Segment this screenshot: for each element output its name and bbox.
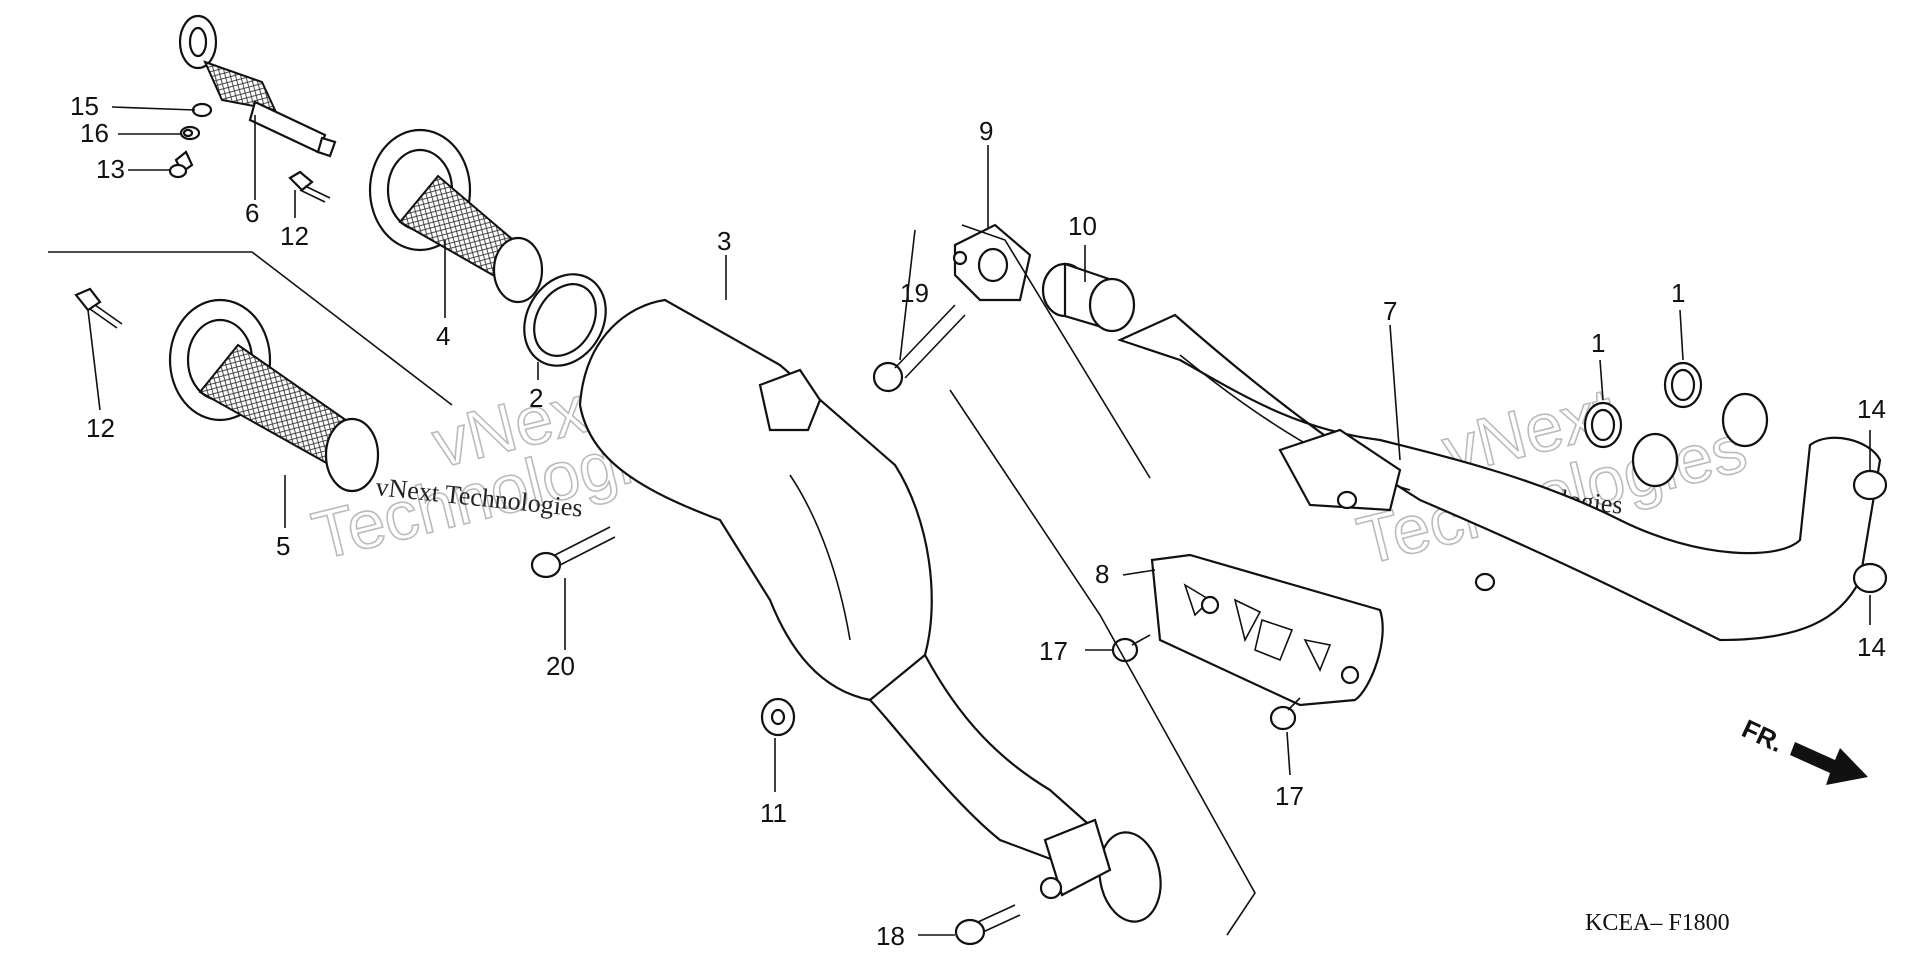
callout-20: 20 <box>546 651 575 681</box>
callout-5: 5 <box>276 531 290 561</box>
exhaust-pipe-7 <box>1116 313 1882 642</box>
callout-17-right: 17 <box>1275 781 1304 811</box>
callout-12-upper: 12 <box>280 221 309 251</box>
callouts: 15 16 13 6 12 12 4 2 5 3 20 9 10 19 7 1 … <box>70 91 1886 951</box>
muffler-insert-lower <box>168 298 380 493</box>
callout-13: 13 <box>96 154 125 184</box>
small-screw-set <box>168 102 213 179</box>
callout-15: 15 <box>70 91 99 121</box>
clamp-9 <box>952 223 1032 302</box>
callout-10: 10 <box>1068 211 1097 241</box>
muffler-insert-upper <box>368 128 544 304</box>
front-direction-arrow: FR. <box>1737 713 1868 785</box>
callout-4: 4 <box>436 321 450 351</box>
callout-12-lower: 12 <box>86 413 115 443</box>
callout-11: 11 <box>760 798 787 828</box>
spark-arrester-plug <box>178 14 337 158</box>
bolt-12-lower <box>74 287 123 329</box>
divider-line <box>48 251 453 406</box>
bolt-17 <box>1111 634 1301 731</box>
gasket-ring <box>523 273 607 367</box>
callout-3: 3 <box>717 226 731 256</box>
callout-19: 19 <box>900 278 929 308</box>
callout-1-right: 1 <box>1671 278 1685 308</box>
bolt-20 <box>530 526 616 579</box>
callout-7: 7 <box>1383 296 1397 326</box>
bolt-19 <box>872 304 966 393</box>
callout-8: 8 <box>1095 559 1109 589</box>
collar-10 <box>1041 262 1136 333</box>
muffler-body <box>578 298 1162 923</box>
callout-14-upper: 14 <box>1857 394 1886 424</box>
callout-1-left: 1 <box>1591 328 1605 358</box>
bolt-18 <box>954 904 1021 946</box>
gasket-1 <box>1583 361 1703 449</box>
callout-18: 18 <box>876 921 905 951</box>
callout-17-left: 17 <box>1039 636 1068 666</box>
flanges <box>1631 392 1888 594</box>
callout-6: 6 <box>245 198 259 228</box>
diagram-code: KCEA– F1800 <box>1585 910 1730 936</box>
grommet-11 <box>760 697 796 737</box>
bolt-12-upper <box>288 170 331 203</box>
callout-14-lower: 14 <box>1857 632 1886 662</box>
front-label: FR. <box>1737 713 1788 758</box>
callout-9: 9 <box>979 116 993 146</box>
leader-lines <box>87 106 1871 936</box>
heat-protector-8 <box>1150 553 1384 707</box>
callout-16: 16 <box>80 118 109 148</box>
callout-2: 2 <box>529 383 543 413</box>
